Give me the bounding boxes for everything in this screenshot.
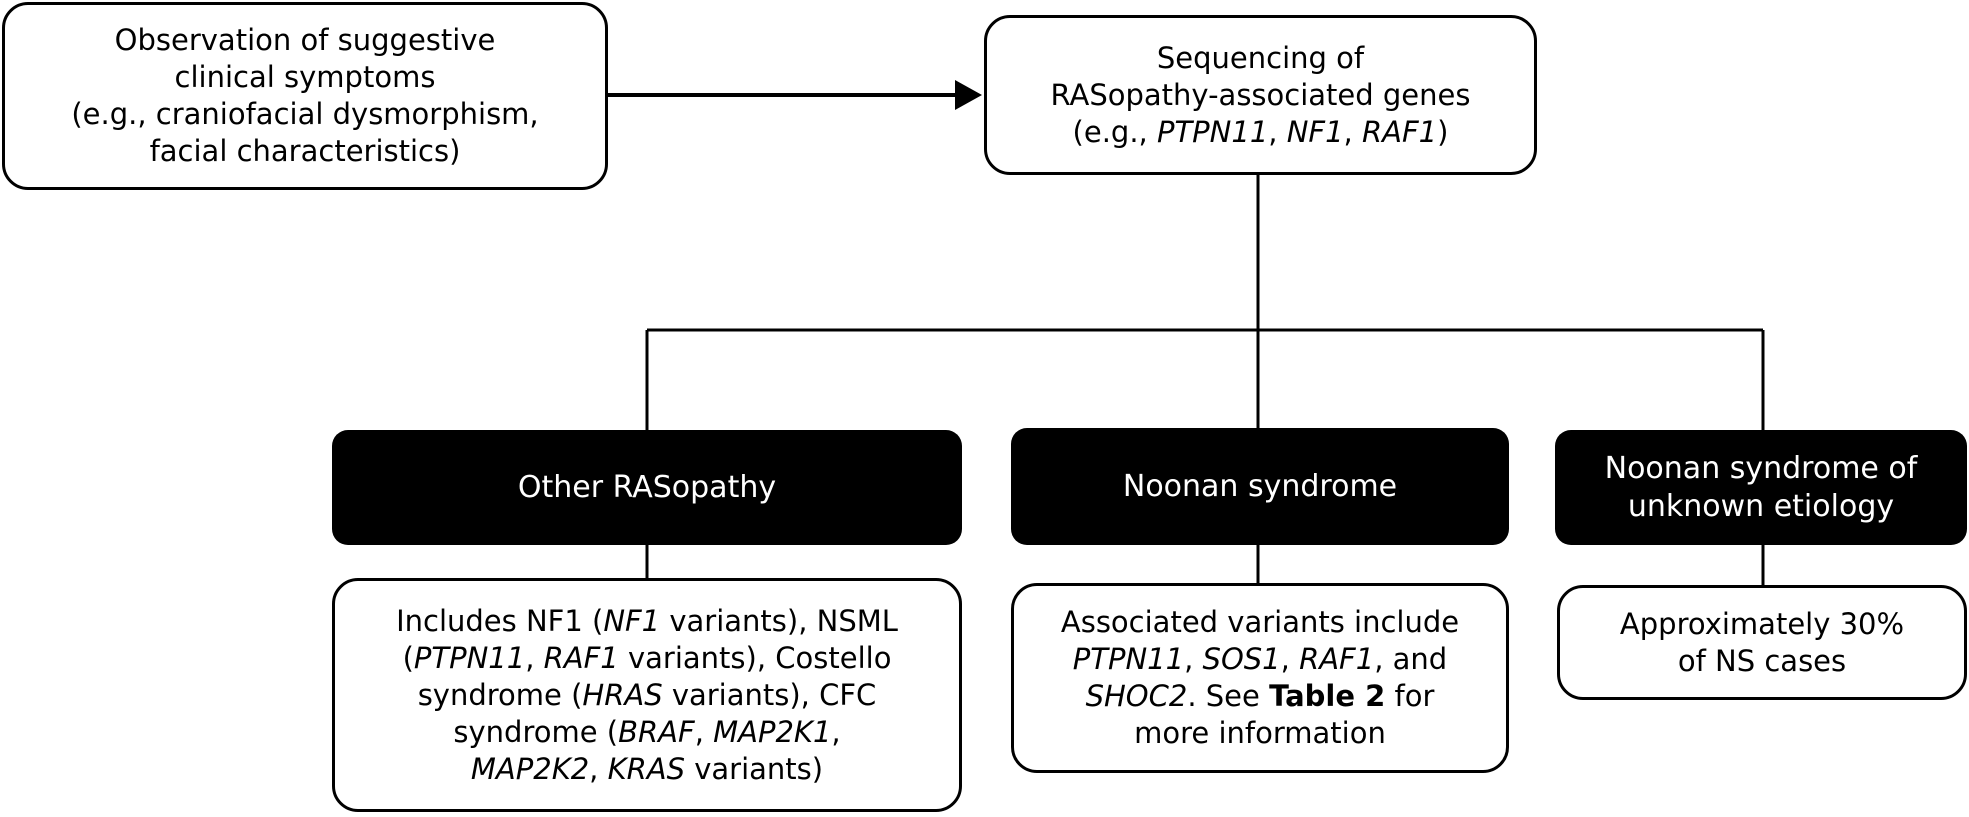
noonan-syndrome-box: Noonan syndrome [1011,428,1509,545]
sequencing-line: Sequencing of [1156,40,1365,75]
observation-line: Observation of suggestive [114,23,496,57]
table-reference: Table 2 [1269,679,1386,713]
gene-name: HRAS [582,677,663,712]
detail-line: of NS cases [1677,643,1847,678]
gene-name: RAF1 [543,640,619,675]
text-segment: ( [402,640,414,675]
other-rasopathy-box: Other RASopathy [332,430,962,545]
other-rasopathy-detail-box: Includes NF1 (NF1 variants), NSML (PTPN1… [332,578,962,812]
gene-name: PTPN11 [1072,642,1185,676]
detail-line: Associated variants include [1060,605,1460,639]
gene-name: NF1 [1286,114,1344,149]
detail-line: MAP2K2, KRAS variants) [396,751,898,788]
text-segment: ) [1437,114,1449,149]
noonan-syndrome-label: Noonan syndrome [1122,468,1398,504]
gene-name: MAP2K2 [470,751,590,786]
noonan-detail-box: Associated variants include PTPN11, SOS1… [1011,583,1509,773]
detail-line: Approximately 30% [1619,606,1905,641]
text-segment: , [525,640,544,675]
detail-line: more information [1134,716,1386,750]
observation-line: (e.g., craniofacial dysmorphism, [71,97,539,131]
text-segment: , [1280,642,1300,676]
text-segment: variants) [685,751,824,786]
text-segment: , and [1374,642,1448,676]
gene-name: SHOC2 [1085,679,1188,713]
gene-name: PTPN11 [413,640,526,675]
text-segment: . See [1187,679,1270,713]
text-segment: , [1184,642,1203,676]
gene-name: SOS1 [1202,642,1281,676]
detail-line: SHOC2. See Table 2 for [1061,678,1459,715]
observation-box: Observation of suggestive clinical sympt… [2,2,608,190]
sequencing-line: RASopathy-associated genes [1050,77,1471,112]
detail-line: syndrome (BRAF, MAP2K1, [396,714,898,751]
text-segment: (e.g., [1072,114,1157,149]
text-segment: , [694,714,714,749]
text-segment: for [1385,679,1435,713]
gene-name: MAP2K1 [713,714,832,749]
gene-name: RAF1 [1299,642,1375,676]
sequencing-box: Sequencing of RASopathy-associated genes… [984,15,1537,175]
noonan-unknown-line: unknown etiology [1627,488,1895,524]
text-segment: , [831,714,841,749]
gene-name: KRAS [607,751,686,786]
observation-line: clinical symptoms [174,60,436,94]
gene-name: BRAF [618,714,695,749]
text-segment: variants), NSML [660,603,898,638]
sequencing-line: (e.g., PTPN11, NF1, RAF1) [1051,114,1471,151]
other-rasopathy-label: Other RASopathy [517,469,777,505]
noonan-unknown-box: Noonan syndrome of unknown etiology [1555,430,1967,545]
detail-line: PTPN11, SOS1, RAF1, and [1061,641,1459,678]
text-segment: , [1268,114,1287,149]
gene-name: RAF1 [1361,114,1438,149]
observation-line: facial characteristics) [149,134,461,168]
text-segment: , [589,751,608,786]
arrow-observation-to-sequencing [608,80,982,110]
noonan-unknown-line: Noonan syndrome of [1604,450,1918,486]
text-segment: Includes NF1 ( [396,603,604,638]
noonan-unknown-detail-box: Approximately 30% of NS cases [1557,585,1967,700]
detail-line: syndrome (HRAS variants), CFC [396,677,898,714]
detail-line: (PTPN11, RAF1 variants), Costello [396,640,898,677]
text-segment: syndrome ( [417,677,583,712]
text-segment: syndrome ( [453,714,619,749]
gene-name: PTPN11 [1156,114,1269,149]
text-segment: , [1343,114,1362,149]
text-segment: variants), Costello [618,640,892,675]
gene-name: NF1 [603,603,661,638]
text-segment: variants), CFC [662,677,877,712]
detail-line: Includes NF1 (NF1 variants), NSML [396,603,898,640]
